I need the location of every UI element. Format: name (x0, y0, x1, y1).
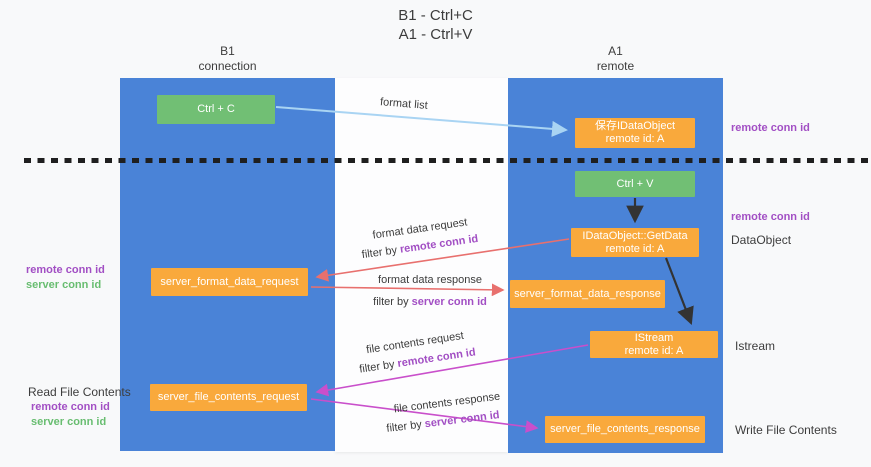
title-line-2: A1 - Ctrl+V (398, 26, 473, 43)
phase-separator-dashed-line (24, 158, 871, 163)
node-format-request-label: server_format_data_request (160, 275, 299, 288)
node-istream-line2: remote id: A (624, 344, 684, 357)
node-file-request-label: server_file_contents_request (157, 391, 300, 403)
node-server-file-contents-response: server_file_contents_response (545, 416, 705, 443)
node-ctrl-c-label: Ctrl + C (197, 103, 235, 115)
left-server-conn-id-2: server conn id (31, 416, 107, 428)
right-label-dataobject: DataObject (731, 233, 792, 247)
node-ctrl-v: Ctrl + V (575, 171, 695, 197)
right-column-header: A1 remote (508, 44, 723, 74)
title-line-1: B1 - Ctrl+C (398, 7, 473, 24)
node-server-format-data-request: server_format_data_request (151, 268, 308, 296)
label-format-data-response: format data response (378, 274, 482, 286)
right-label-write-file-contents: Write File Contents (735, 423, 837, 437)
diagram-title: B1 - Ctrl+C A1 - Ctrl+V (0, 6, 871, 44)
node-server-format-data-response: server_format_data_response (510, 280, 665, 308)
left-column-subtitle: connection (198, 59, 257, 73)
right-label-istream: Istream (735, 339, 776, 353)
right-column-subtitle: remote (596, 59, 635, 73)
node-ctrl-v-label: Ctrl + V (616, 177, 654, 190)
right-column-name: A1 (608, 44, 623, 58)
node-getdata-line2: remote id: A (605, 242, 665, 255)
left-remote-conn-id-2: remote conn id (31, 401, 110, 413)
node-save-idataobject: 保存IDataObject remote id: A (575, 118, 695, 148)
node-server-file-contents-request: server_file_contents_request (150, 384, 307, 411)
node-save-idataobject-line2: remote id: A (605, 133, 665, 145)
left-server-conn-id-1: server conn id (26, 279, 102, 291)
left-label-read-file-contents: Read File Contents (28, 385, 131, 399)
node-istream-line1: IStream (634, 331, 674, 344)
left-column-header: B1 connection (120, 44, 335, 74)
filter-by-text: filter by (373, 296, 412, 308)
left-remote-conn-id-1: remote conn id (26, 264, 105, 276)
node-istream: IStream remote id: A (590, 331, 718, 358)
left-column-name: B1 (220, 44, 235, 58)
node-getdata-line1: IDataObject::GetData (582, 229, 688, 242)
node-format-response-label: server_format_data_response (514, 287, 661, 300)
label-filter-format-response: filter by server conn id (360, 296, 500, 308)
node-ctrl-c: Ctrl + C (157, 95, 275, 124)
node-save-idataobject-line1: 保存IDataObject (594, 120, 676, 132)
server-conn-id-text: server conn id (411, 296, 487, 308)
node-file-response-label: server_file_contents_response (550, 423, 700, 435)
right-label-remote-conn-id-mid: remote conn id (731, 211, 810, 223)
right-label-remote-conn-id-top: remote conn id (731, 122, 810, 134)
left-label-conn-ids-format: remote conn id server conn id (26, 263, 105, 293)
node-idataobject-getdata: IDataObject::GetData remote id: A (571, 228, 699, 257)
left-label-conn-ids-file: remote conn id server conn id (31, 400, 110, 430)
